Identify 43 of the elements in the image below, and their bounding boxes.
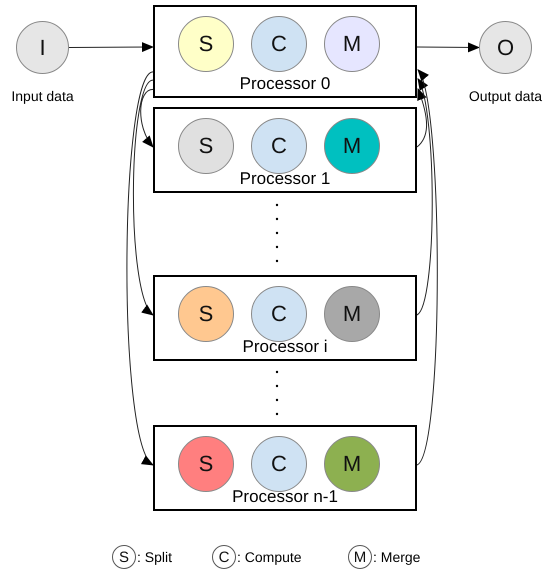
data-caption: Output data: [468, 88, 542, 104]
processor-box: [153, 275, 417, 361]
processor-box: [153, 425, 417, 511]
arrow: [416, 68, 438, 466]
processor-label: Processor 1: [238, 169, 332, 189]
legend-text: : Compute: [237, 549, 302, 565]
circle-letter: S: [118, 550, 129, 564]
circle-letter: M: [354, 550, 366, 564]
processor-label: Processor n-1: [231, 487, 339, 507]
circle-letter: I: [39, 36, 46, 58]
arrow: [132, 80, 154, 316]
circle-letter: C: [218, 550, 230, 564]
legend-text: : Split: [137, 549, 172, 565]
processor-label: Processor i: [241, 337, 329, 357]
arrow: [140, 88, 154, 148]
circle-letter: M: [342, 303, 362, 325]
circle-letter: C: [271, 135, 287, 157]
circle-letter: S: [198, 453, 214, 475]
circle-letter: S: [198, 135, 214, 157]
circle-letter: M: [342, 33, 362, 55]
processor-box: [153, 5, 417, 98]
circle-letter: M: [342, 135, 362, 157]
circle-letter: S: [198, 303, 214, 325]
processor-box: [153, 107, 417, 193]
arrow: [126, 71, 154, 466]
circle-letter: M: [342, 453, 362, 475]
data-circle: [16, 21, 69, 74]
legend-circle: [348, 545, 372, 569]
arrow: [416, 88, 428, 148]
circle-letter: C: [271, 303, 287, 325]
circle-letter: S: [198, 33, 214, 55]
arrow: [416, 78, 433, 316]
circle-letter: C: [271, 453, 287, 475]
legend-circle: [212, 545, 236, 569]
circle-letter: C: [271, 33, 287, 55]
legend-text: : Merge: [373, 549, 420, 565]
legend-circle: [112, 545, 136, 569]
processor-label: Processor 0: [238, 74, 332, 94]
data-circle: [479, 21, 532, 74]
data-caption: Input data: [11, 88, 74, 104]
arrow: [416, 42, 480, 52]
circle-letter: O: [496, 36, 514, 58]
arrow: [68, 42, 154, 52]
